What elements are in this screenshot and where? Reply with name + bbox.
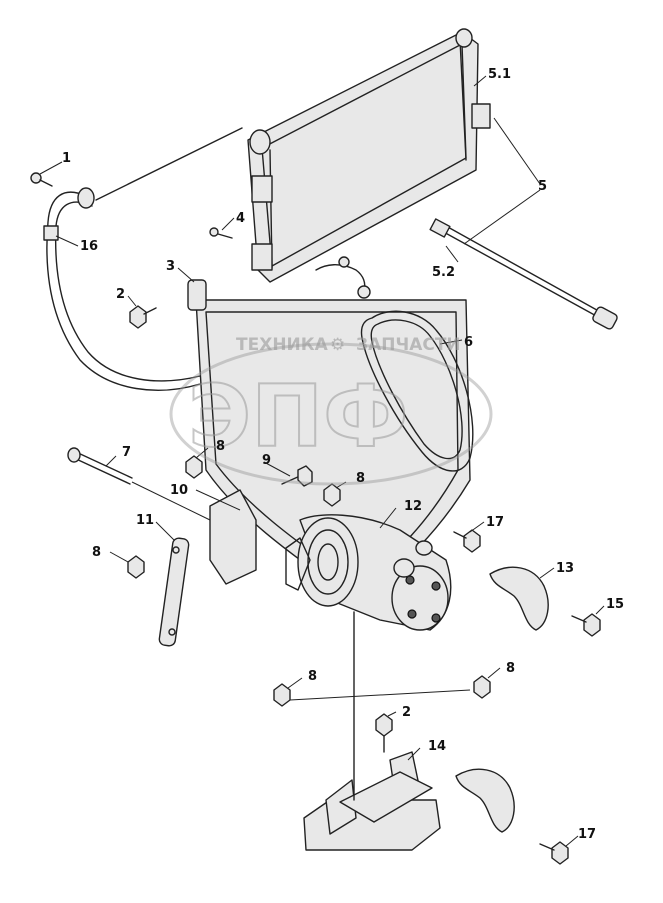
callout-8-a: 8 <box>216 439 225 454</box>
callout-8-d: 8 <box>506 661 515 676</box>
callout-5-2: 5.2 <box>432 265 455 280</box>
callout-17-b: 17 <box>578 827 596 842</box>
liquid-line <box>315 256 371 299</box>
callout-17-a: 17 <box>486 515 504 530</box>
watermark-left-text: ТЕХНИКА <box>236 335 329 355</box>
bolt-4 <box>209 227 233 239</box>
pressure-hose <box>429 218 618 330</box>
tension-strap <box>158 537 190 647</box>
callout-labels: 1 16 2 3 4 5 5.1 5.2 6 7 8 9 8 10 11 8 1… <box>62 67 624 842</box>
callout-10: 10 <box>170 483 188 498</box>
watermark: ТЕХНИКА ⚙ ЗАПЧАСТИ ЭПФ <box>169 335 493 486</box>
callout-6: 6 <box>464 335 473 350</box>
callout-2-upper: 2 <box>116 287 125 302</box>
callout-11: 11 <box>136 513 154 528</box>
hose-assembly <box>43 187 201 391</box>
bolt-17-a <box>453 529 481 553</box>
callout-3: 3 <box>166 259 175 274</box>
drive-belt <box>360 310 474 472</box>
callout-16: 16 <box>80 239 98 254</box>
long-bolt <box>67 447 211 521</box>
callout-4: 4 <box>236 211 245 226</box>
bolt-9 <box>281 465 313 487</box>
curved-bracket-upper <box>489 566 549 631</box>
callout-12: 12 <box>404 499 422 514</box>
callout-5-1: 5.1 <box>488 67 511 82</box>
watermark-right-text: ЗАПЧАСТИ <box>356 335 461 355</box>
watermark-logo: ЭПФ <box>188 367 408 467</box>
nut-8-d <box>473 675 491 699</box>
bolt-17-b <box>539 841 569 865</box>
side-plate <box>209 489 257 585</box>
nut-8-c <box>127 555 145 579</box>
callout-7: 7 <box>122 445 131 460</box>
callout-13: 13 <box>556 561 574 576</box>
nut-8-e <box>273 683 291 707</box>
leader-lines <box>39 75 605 847</box>
callout-8-e: 8 <box>308 669 317 684</box>
nut-8-a <box>185 455 203 479</box>
curved-bracket-lower <box>455 768 515 833</box>
callout-8-b: 8 <box>356 471 365 486</box>
callout-5: 5 <box>538 179 547 194</box>
clip-3 <box>187 279 207 311</box>
bolt-15 <box>571 613 601 637</box>
gear-icon: ⚙ <box>330 335 345 355</box>
callout-8-c: 8 <box>92 545 101 560</box>
bolt-1 <box>30 172 53 187</box>
callout-9: 9 <box>262 453 271 468</box>
fasteners <box>30 172 601 865</box>
ac-compressor <box>285 514 452 631</box>
bolt-2-upper <box>129 305 157 329</box>
callout-14: 14 <box>428 739 446 754</box>
callout-1: 1 <box>62 151 71 166</box>
callout-2-lower: 2 <box>402 705 411 720</box>
callout-15: 15 <box>606 597 624 612</box>
lower-support-bracket <box>303 611 441 851</box>
bolt-2-lower <box>375 713 393 753</box>
nut-8-b <box>323 483 341 507</box>
condenser-assembly <box>95 28 491 283</box>
watermark-oval <box>169 342 493 486</box>
